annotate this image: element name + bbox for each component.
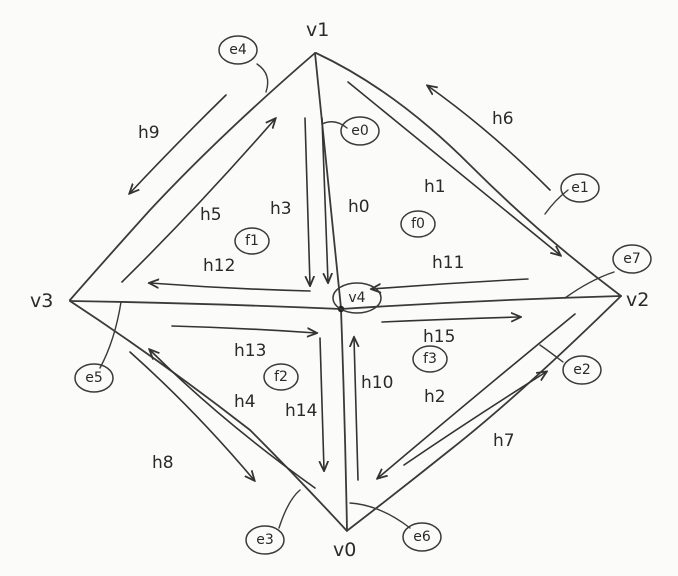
svg-text:e3: e3 <box>256 532 274 548</box>
halfedge-arrow-h4 <box>150 350 316 489</box>
edge-e4 <box>69 52 316 301</box>
edge-label-e1: e1 <box>560 173 600 203</box>
edge-label-e2: e2 <box>562 355 602 385</box>
leader-e1 <box>544 189 569 215</box>
halfedge-arrow-h0 <box>321 117 328 282</box>
halfedge-label-h5: h5 <box>200 205 222 225</box>
halfedge-label-h0: h0 <box>348 197 370 217</box>
edge-e6 <box>340 308 348 531</box>
halfedge-label-h9: h9 <box>138 123 160 143</box>
leader-e4 <box>256 63 269 93</box>
vertex-label-v2: v2 <box>626 289 649 311</box>
halfedge-arrow-h14 <box>320 337 324 470</box>
halfedge-arrow-h7 <box>403 372 546 466</box>
edge-label-e4: e4 <box>218 35 258 65</box>
edge-label-e3: e3 <box>245 525 285 555</box>
svg-text:e6: e6 <box>413 529 431 545</box>
svg-text:e0: e0 <box>351 123 369 139</box>
edge-e0 <box>314 52 342 309</box>
svg-text:f1: f1 <box>245 233 259 249</box>
vertex-labels: v1 v2 v3 v0 <box>30 19 649 561</box>
edge-labels: e0 e1 e2 e3 e4 e5 e6 e7 <box>74 35 652 555</box>
halfedge-arrow-h15 <box>381 317 520 323</box>
halfedge-label-h3: h3 <box>270 199 292 219</box>
leader-e0 <box>321 121 348 129</box>
halfedge-labels: h0 h1 h2 h3 h4 h5 h6 h7 h8 h9 h10 h11 h1… <box>138 109 515 473</box>
face-label-f1: f1 <box>234 227 270 255</box>
vertex-label-v3: v3 <box>30 290 53 312</box>
svg-text:e2: e2 <box>573 362 591 378</box>
edge-label-e5: e5 <box>74 363 114 393</box>
halfedge-arrow-h11 <box>372 278 529 289</box>
halfedge-label-h2: h2 <box>424 387 446 407</box>
vertex-label-v4: v4 <box>348 290 365 306</box>
halfedge-arrow-h10 <box>354 338 358 481</box>
edge-e3 <box>69 300 348 532</box>
halfedge-arrow-h2 <box>378 313 576 478</box>
halfedge-arrows <box>121 81 576 489</box>
vertex-label-v1: v1 <box>306 19 329 41</box>
halfedge-arrow-h8 <box>129 351 254 480</box>
edge-label-e0: e0 <box>340 116 380 146</box>
halfedge-label-h14: h14 <box>285 401 317 421</box>
mesh-edges <box>69 52 622 532</box>
halfedge-arrow-h5 <box>121 119 275 283</box>
svg-text:e4: e4 <box>229 42 247 58</box>
halfedge-label-h1: h1 <box>424 177 446 197</box>
face-label-f2: f2 <box>263 363 299 391</box>
halfedge-arrow-h9 <box>130 94 227 193</box>
edge-label-e6: e6 <box>402 522 442 552</box>
halfedge-label-h10: h10 <box>361 373 393 393</box>
halfedge-label-h13: h13 <box>234 341 266 361</box>
face-label-f3: f3 <box>412 345 448 373</box>
edge-e1 <box>315 52 622 297</box>
halfedge-label-h12: h12 <box>203 256 235 276</box>
leader-e6 <box>349 502 411 529</box>
halfedge-label-h8: h8 <box>152 453 174 473</box>
edge-e5 <box>69 300 342 310</box>
svg-text:f0: f0 <box>411 216 425 232</box>
svg-text:e1: e1 <box>571 180 589 196</box>
halfedge-arrow-h13 <box>171 325 316 333</box>
svg-text:f3: f3 <box>423 351 437 367</box>
leader-e3 <box>278 489 301 529</box>
edge-e2 <box>347 295 622 531</box>
leader-e2 <box>539 344 564 363</box>
halfedge-label-h15: h15 <box>423 327 455 347</box>
edge-e7 <box>340 295 622 310</box>
halfedge-arrow-h12 <box>150 283 311 292</box>
svg-text:e5: e5 <box>85 370 103 386</box>
vertex-v4: v4 <box>332 282 382 314</box>
halfedge-arrow-h6 <box>428 86 551 191</box>
leader-e5 <box>99 301 122 369</box>
halfedge-label-h11: h11 <box>432 253 464 273</box>
vertex-label-v0: v0 <box>333 539 356 561</box>
face-label-f0: f0 <box>400 210 436 238</box>
svg-text:e7: e7 <box>623 251 641 267</box>
halfedge-label-h7: h7 <box>493 431 515 451</box>
svg-text:f2: f2 <box>274 369 288 385</box>
face-labels: f0 f1 f2 f3 <box>234 210 448 391</box>
edge-label-leaders <box>99 63 615 529</box>
halfedge-arrow-h3 <box>304 117 310 285</box>
vertex-v4-ring <box>332 282 382 314</box>
halfedge-label-h4: h4 <box>234 392 256 412</box>
edge-label-e7: e7 <box>612 244 652 274</box>
halfedge-arrow-h1 <box>347 81 560 255</box>
leader-e7 <box>564 271 615 299</box>
halfedge-label-h6: h6 <box>492 109 514 129</box>
